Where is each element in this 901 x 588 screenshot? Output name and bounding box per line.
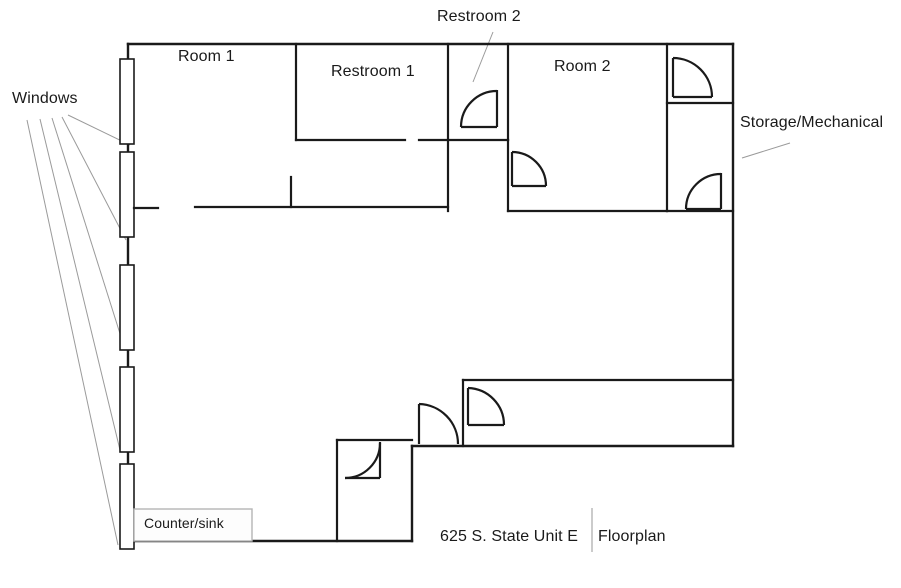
window-group xyxy=(119,58,135,550)
room-label-room-2: Room 2 xyxy=(554,58,611,75)
door-lobby xyxy=(417,402,460,445)
window-4 xyxy=(119,366,135,453)
leader-window-4 xyxy=(39,118,121,451)
window-1 xyxy=(119,58,135,145)
leader-window-2 xyxy=(61,116,127,241)
room-label-restroom-2: Restroom 2 xyxy=(437,8,521,25)
window-5 xyxy=(119,463,135,550)
room-label-storage-mechanical: Storage/Mechanical xyxy=(740,114,884,131)
door-storage-lower xyxy=(684,172,723,211)
leader-storage xyxy=(741,142,791,159)
door-corridor xyxy=(466,386,506,427)
door-restroom2-lower xyxy=(510,150,548,188)
room-label-room-1: Room 1 xyxy=(178,48,235,65)
windows-leader-lines xyxy=(26,114,131,546)
room-label-restroom-1: Restroom 1 xyxy=(331,63,415,80)
exterior-walls xyxy=(126,42,735,543)
leader-window-3 xyxy=(51,117,123,341)
title-kind: Floorplan xyxy=(598,528,666,545)
annotation-label-windows: Windows xyxy=(12,90,78,107)
leader-restroom-2 xyxy=(472,31,494,83)
title-address: 625 S. State Unit E xyxy=(440,528,578,545)
interior-walls xyxy=(132,42,735,543)
window-2 xyxy=(119,151,135,238)
window-3 xyxy=(119,264,135,351)
door-restroom2-upper xyxy=(459,89,499,129)
annotation-label-counter-sink: Counter/sink xyxy=(144,515,224,531)
counter-sink-shape xyxy=(133,508,253,542)
door-storage-upper xyxy=(671,56,714,99)
leader-window-5 xyxy=(26,119,119,546)
door-group xyxy=(344,56,723,480)
door-closet xyxy=(344,442,382,480)
